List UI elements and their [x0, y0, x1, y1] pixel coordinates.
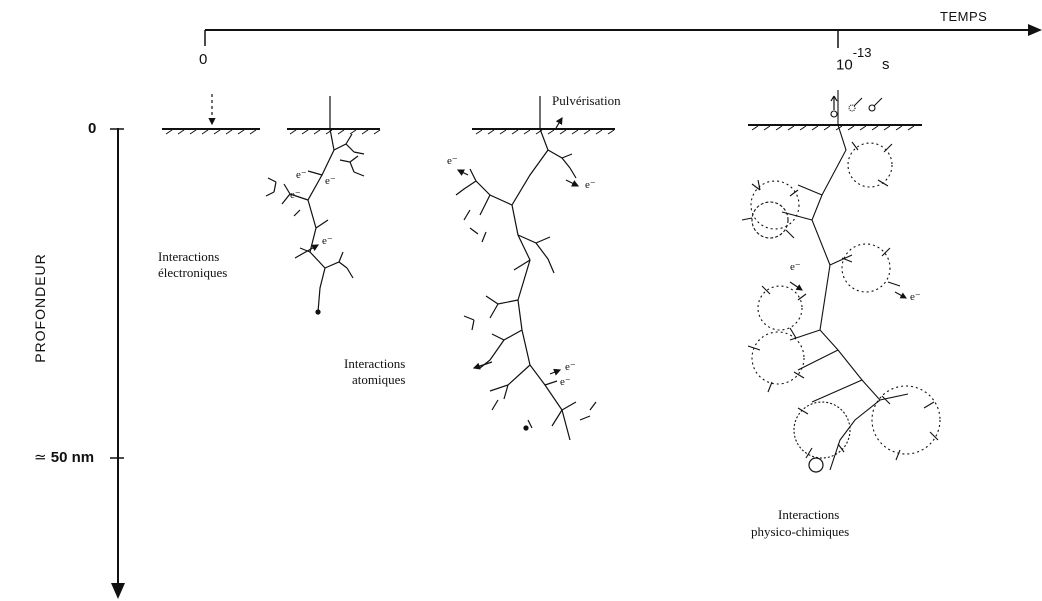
time-tick-end-unit: s	[881, 56, 890, 74]
electron-label: e⁻	[910, 291, 921, 303]
depth-axis-arrowhead	[111, 583, 125, 599]
electron-label: e⁻	[560, 376, 571, 388]
atomic-interactions-label-line2: atomiques	[352, 372, 406, 387]
depth-tick-zero-label: 0	[88, 120, 97, 137]
time-axis-arrowhead	[1028, 24, 1042, 36]
time-axis	[204, 24, 1042, 48]
electron-label: e⁻	[585, 179, 596, 191]
panel-incident-ion	[162, 94, 260, 135]
electron-label: e⁻	[565, 361, 576, 373]
electron-label: e⁻	[447, 155, 458, 167]
electron-label: e⁻	[790, 261, 801, 273]
depth-axis	[110, 128, 125, 599]
pulverisation-label: Pulvérisation	[552, 93, 621, 108]
electronic-interactions-label-line1: Interactions	[158, 249, 220, 264]
electron-label: e⁻	[322, 235, 333, 247]
depth-tick-approx-sign: ≃	[34, 449, 47, 466]
time-tick-end-label: 10-13 s	[836, 46, 890, 74]
electronic-interactions-label-line2: électroniques	[158, 265, 228, 280]
depth-axis-label: PROFONDEUR	[32, 253, 48, 363]
panel-physchem	[741, 90, 941, 473]
atomic-interactions-label-line1: Interactions	[344, 356, 406, 371]
physchem-interactions-label-line1: Interactions	[778, 507, 840, 522]
electron-label: e⁻	[290, 189, 301, 201]
time-tick-zero-label: 0	[199, 51, 208, 68]
time-tick-end-exp: -13	[852, 45, 872, 60]
panel-electronic	[265, 96, 381, 315]
panel-atomic	[455, 96, 615, 441]
physchem-interactions-label-line2: physico-chimiques	[751, 524, 850, 539]
depth-tick-end-label: ≃ 50 nm	[34, 450, 94, 465]
depth-tick-end-value: 50 nm	[50, 449, 95, 466]
time-tick-end-base: 10	[836, 56, 853, 74]
electron-label: e⁻	[325, 175, 336, 187]
time-axis-label: TEMPS	[940, 9, 988, 24]
electron-label: e⁻	[296, 169, 307, 181]
